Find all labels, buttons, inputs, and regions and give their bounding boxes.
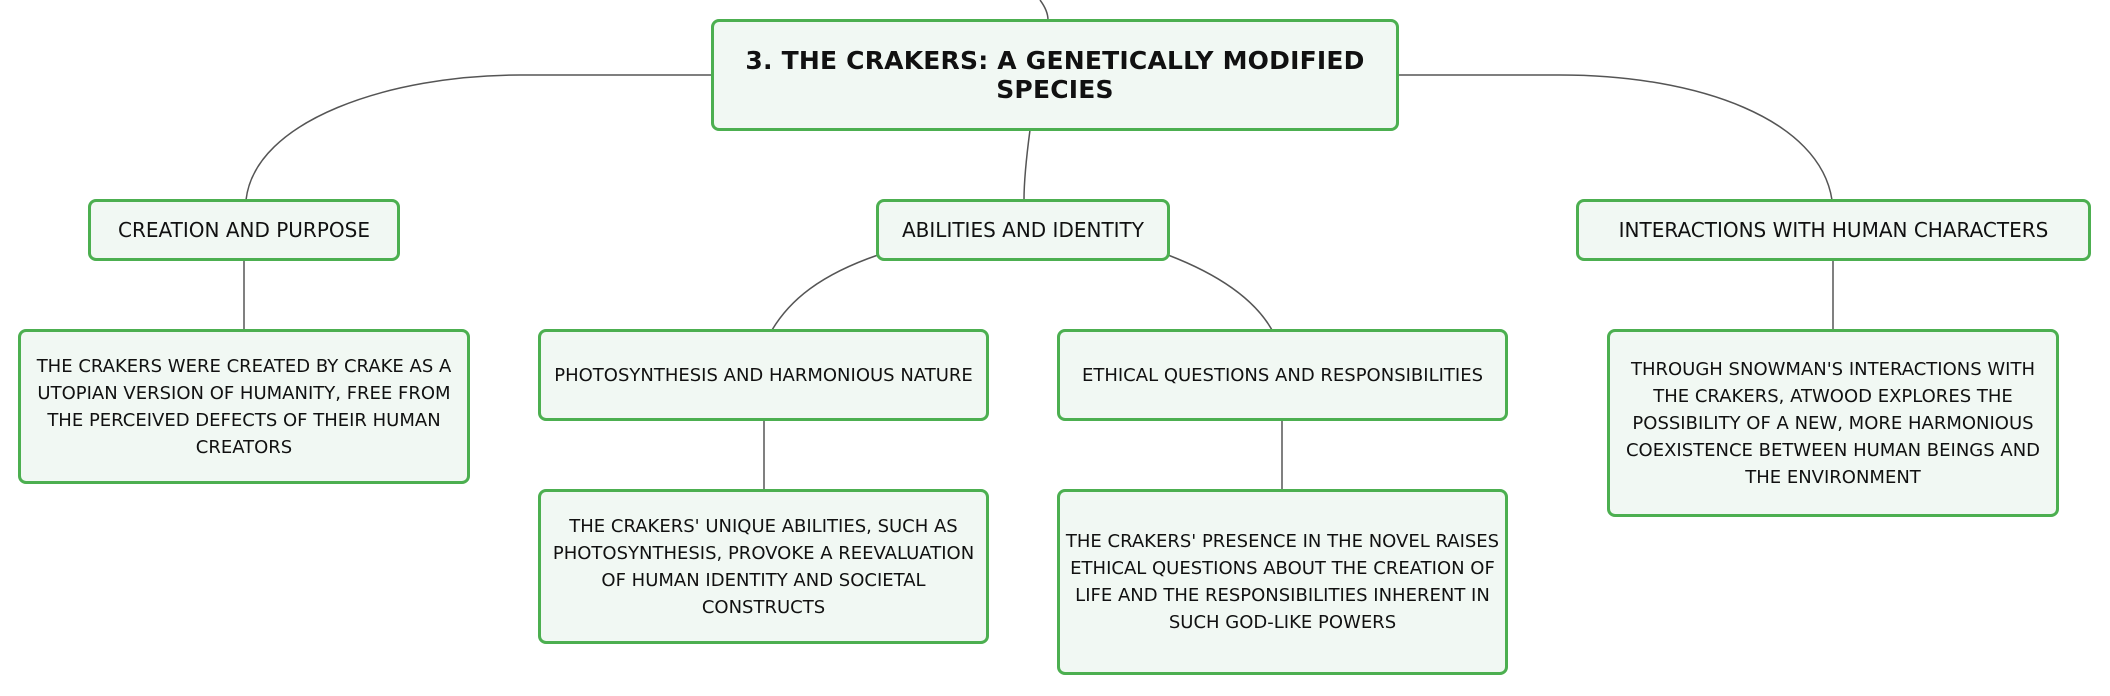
root-node[interactable]: 3. THE CRAKERS: A GENETICALLY MODIFIED S…: [711, 19, 1399, 131]
leaf-node-interactions-text: THROUGH SNOWMAN'S INTERACTIONS WITH THE …: [1625, 358, 2041, 488]
connector-abilities-ethics: [1167, 254, 1273, 331]
branch-node-interactions[interactable]: INTERACTIONS WITH HUMAN CHARACTERS: [1576, 199, 2091, 261]
connector-abilities-photosynthesis: [771, 254, 879, 331]
sub-node-ethics[interactable]: ETHICAL QUESTIONS AND RESPONSIBILITIES: [1057, 329, 1508, 421]
leaf-node-creation-text: THE CRAKERS WERE CREATED BY CRAKE AS A U…: [36, 355, 452, 458]
leaf-node-ethics-text: THE CRAKERS' PRESENCE IN THE NOVEL RAISE…: [1065, 531, 1500, 633]
connector-root-creation: [245, 74, 712, 201]
leaf-node-photosynthesis-text: THE CRAKERS' UNIQUE ABILITIES, SUCH AS P…: [552, 515, 975, 618]
connector-root-interactions: [1398, 74, 1833, 201]
branch-node-abilities[interactable]: ABILITIES AND IDENTITY: [876, 199, 1170, 261]
leaf-node-photosynthesis[interactable]: THE CRAKERS' UNIQUE ABILITIES, SUCH AS P…: [538, 489, 989, 644]
leaf-node-creation[interactable]: THE CRAKERS WERE CREATED BY CRAKE AS A U…: [18, 329, 470, 484]
branch-node-interactions-label: INTERACTIONS WITH HUMAN CHARACTERS: [1618, 218, 2049, 242]
connector-parent-root: [1039, 0, 1049, 21]
sub-node-ethics-label: ETHICAL QUESTIONS AND RESPONSIBILITIES: [1081, 364, 1484, 386]
leaf-node-interactions[interactable]: THROUGH SNOWMAN'S INTERACTIONS WITH THE …: [1607, 329, 2059, 517]
root-node-label: 3. THE CRAKERS: A GENETICALLY MODIFIED S…: [745, 46, 1365, 104]
connector-root-abilities: [1023, 129, 1031, 201]
branch-node-creation[interactable]: CREATION AND PURPOSE: [88, 199, 400, 261]
sub-node-photosynthesis[interactable]: PHOTOSYNTHESIS AND HARMONIOUS NATURE: [538, 329, 989, 421]
branch-node-abilities-label: ABILITIES AND IDENTITY: [902, 218, 1144, 242]
branch-node-creation-label: CREATION AND PURPOSE: [118, 218, 370, 242]
leaf-node-ethics[interactable]: THE CRAKERS' PRESENCE IN THE NOVEL RAISE…: [1057, 489, 1508, 675]
sub-node-photosynthesis-label: PHOTOSYNTHESIS AND HARMONIOUS NATURE: [554, 364, 973, 386]
